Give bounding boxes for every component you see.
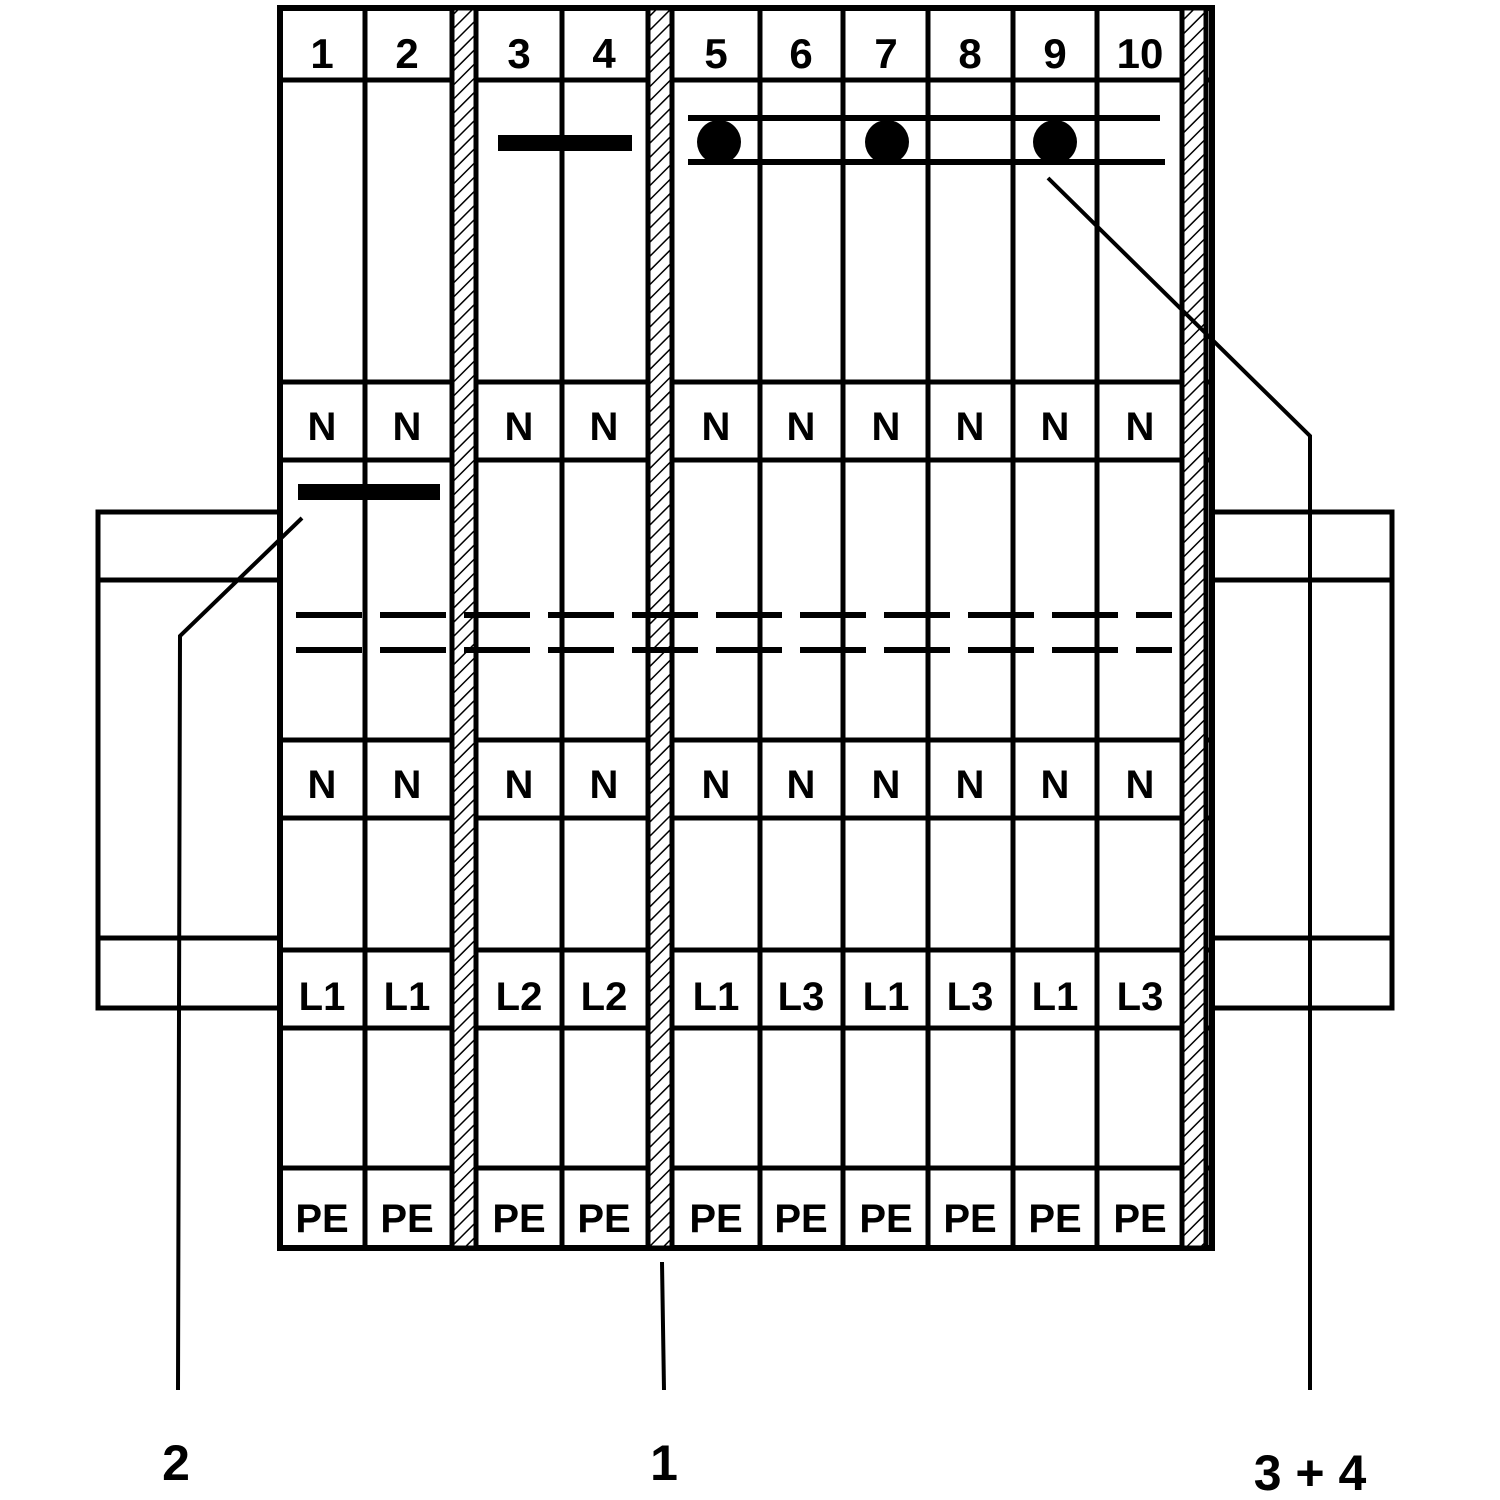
terminal-number-5: 5 [704, 30, 727, 77]
callout-middle: 1 [650, 1435, 678, 1491]
comb-bridge-contact-9 [1033, 120, 1077, 164]
pe-label-2: PE [380, 1197, 433, 1241]
terminal-number-10: 10 [1117, 30, 1164, 77]
pe-label-6: PE [774, 1197, 827, 1241]
neutral-label-top-5: N [702, 405, 731, 449]
neutral-label-bottom-4: N [590, 763, 619, 807]
din-rail-right [1207, 509, 1395, 1011]
neutral-label-bottom-5: N [702, 763, 731, 807]
leader-line-middle [660, 1261, 666, 1391]
phase-label-9: L1 [1032, 975, 1079, 1019]
neutral-label-top-4: N [590, 405, 619, 449]
partition-plate-2 [645, 5, 675, 1251]
neutral-label-top-10: N [1126, 405, 1155, 449]
terminal-number-9: 9 [1043, 30, 1066, 77]
neutral-label-top-2: N [393, 405, 422, 449]
comb-bridge [688, 115, 1165, 165]
pe-label-8: PE [943, 1197, 996, 1241]
neutral-label-bottom-9: N [1041, 763, 1070, 807]
phase-label-8: L3 [947, 975, 994, 1019]
terminal-number-6: 6 [789, 30, 812, 77]
neutral-label-bottom-7: N [872, 763, 901, 807]
neutral-label-top-7: N [872, 405, 901, 449]
partition-plate-3 [1179, 5, 1209, 1251]
pe-label-7: PE [859, 1197, 912, 1241]
pe-label-4: PE [577, 1197, 630, 1241]
callout-left: 2 [162, 1435, 190, 1491]
neutral-label-top-3: N [505, 405, 534, 449]
neutral-label-top-6: N [787, 405, 816, 449]
pe-label-10: PE [1113, 1197, 1166, 1241]
pe-label-5: PE [689, 1197, 742, 1241]
terminal-block-body [277, 5, 1215, 1251]
phase-label-4: L2 [581, 975, 628, 1019]
partition-plate-1 [449, 5, 479, 1251]
neutral-label-bottom-1: N [308, 763, 337, 807]
neutral-label-top-8: N [956, 405, 985, 449]
pe-label-9: PE [1028, 1197, 1081, 1241]
phase-label-1: L1 [299, 975, 346, 1019]
phase-label-10: L3 [1117, 975, 1164, 1019]
marking-lines [296, 612, 1172, 653]
terminal-separators [362, 8, 1100, 1248]
comb-bridge-contact-5 [697, 120, 741, 164]
comb-bridge-contact-7 [865, 120, 909, 164]
terminal-number-2: 2 [395, 30, 418, 77]
phase-label-5: L1 [693, 975, 740, 1019]
pe-label-1: PE [295, 1197, 348, 1241]
phase-label-7: L1 [863, 975, 910, 1019]
row-dividers [280, 77, 1212, 1171]
pe-label-3: PE [492, 1197, 545, 1241]
terminal-number-4: 4 [592, 30, 616, 77]
terminal-number-1: 1 [310, 30, 333, 77]
neutral-label-bottom-10: N [1126, 763, 1155, 807]
leader-lines [176, 176, 1312, 1391]
neutral-label-bottom-8: N [956, 763, 985, 807]
leader-line-right [1046, 176, 1312, 1390]
neutral-label-bottom-2: N [393, 763, 422, 807]
neutral-label-bottom-3: N [505, 763, 534, 807]
neutral-label-top-1: N [308, 405, 337, 449]
phase-label-6: L3 [778, 975, 825, 1019]
phase-label-2: L1 [384, 975, 431, 1019]
neutral-label-top-9: N [1041, 405, 1070, 449]
phase-label-3: L2 [496, 975, 543, 1019]
terminal-number-7: 7 [874, 30, 897, 77]
neutral-label-bottom-6: N [787, 763, 816, 807]
din-rail-left [95, 509, 283, 1011]
terminal-number-8: 8 [958, 30, 981, 77]
leader-line-left [176, 516, 304, 1391]
terminal-number-3: 3 [507, 30, 530, 77]
callout-right: 3 + 4 [1254, 1445, 1367, 1500]
